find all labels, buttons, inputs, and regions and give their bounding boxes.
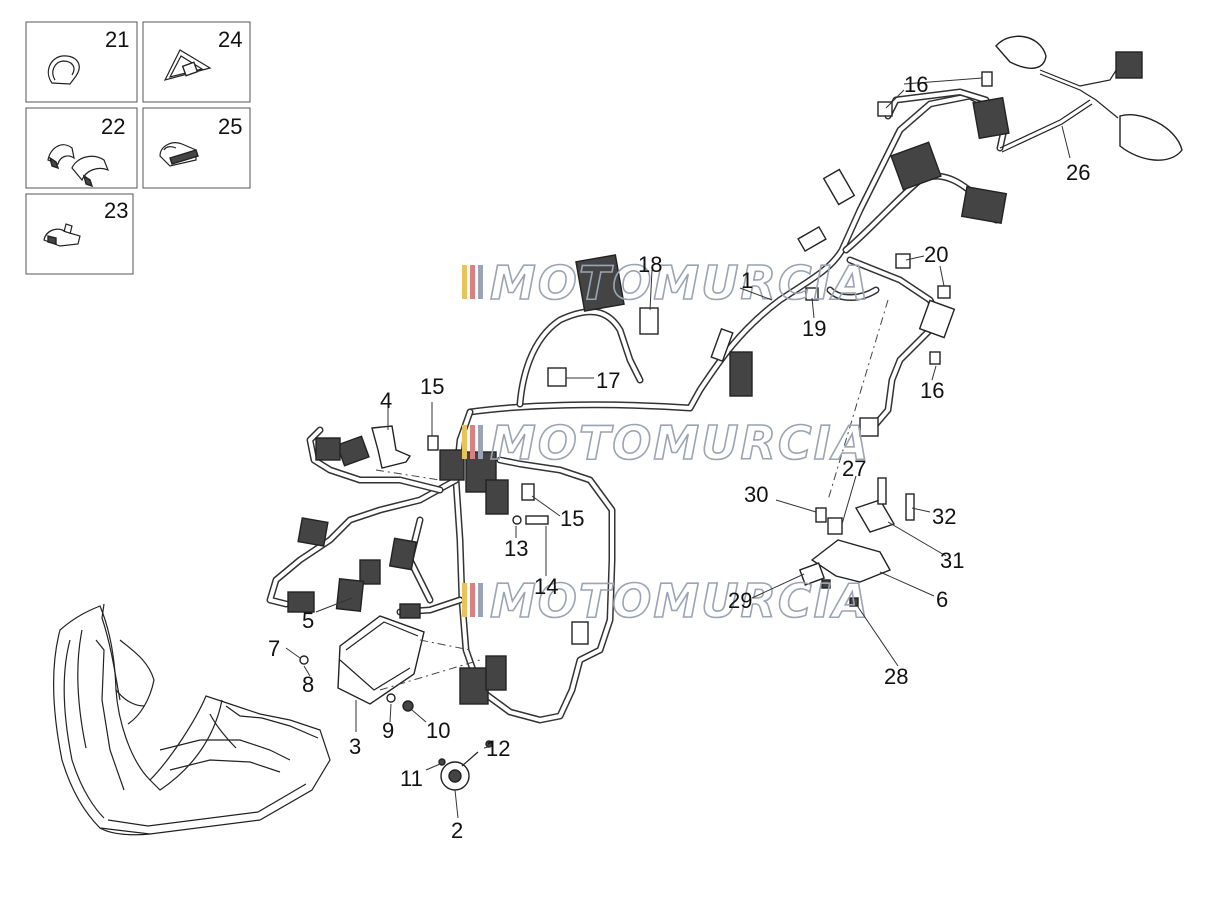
callout-29: 29	[728, 588, 752, 613]
callout-16-bottom: 16	[920, 378, 944, 403]
callout-11: 11	[400, 766, 423, 791]
turn-signal-left	[995, 35, 1143, 79]
relay-box	[575, 254, 625, 312]
cable-clamp-icon	[43, 223, 81, 247]
callout-18: 18	[638, 252, 662, 277]
callout-26: 26	[1066, 160, 1090, 185]
watermark-top: MOTOMURCIA	[462, 255, 870, 311]
svg-text:MOTOMURCIA: MOTOMURCIA	[490, 416, 870, 470]
small-fasteners	[299, 71, 993, 766]
loop-clip-icon	[47, 55, 80, 85]
callout-7: 7	[268, 636, 280, 661]
turn-signal-right	[1119, 114, 1183, 161]
horn	[440, 751, 479, 791]
callout-13: 13	[504, 536, 528, 561]
watermark-bottom: MOTOMURCIA	[462, 573, 870, 629]
ecu-module	[337, 615, 425, 705]
sensor-bracket-6	[798, 477, 915, 586]
legend-box-21[interactable]: 21	[25, 21, 138, 103]
svg-text:MOTOMURCIA: MOTOMURCIA	[490, 256, 870, 310]
bracket-4	[371, 425, 412, 469]
legend-box-23[interactable]: 23	[25, 193, 134, 275]
legend-label-23: 23	[104, 198, 128, 223]
callout-5: 5	[302, 608, 314, 633]
legend-label-25: 25	[218, 114, 242, 139]
callout-2: 2	[451, 818, 463, 843]
regulator-module	[335, 578, 365, 612]
assembly-guide-lines	[375, 299, 889, 691]
legend-label-22: 22	[101, 114, 125, 139]
callout-10: 10	[426, 718, 450, 743]
callout-14: 14	[534, 574, 558, 599]
callout-9: 9	[382, 718, 394, 743]
callout-15-top: 15	[420, 374, 444, 399]
callout-15-bottom: 15	[560, 506, 584, 531]
svg-text:MOTOMURCIA: MOTOMURCIA	[490, 574, 870, 628]
legend-label-21: 21	[105, 27, 129, 52]
callout-12: 12	[486, 736, 510, 761]
callout-8: 8	[302, 672, 314, 697]
callout-3: 3	[349, 734, 361, 759]
clip-holder-icon	[159, 142, 199, 167]
callout-1: 1	[741, 268, 753, 293]
callout-31: 31	[940, 548, 964, 573]
watermark-middle: MOTOMURCIA	[462, 415, 870, 471]
callout-17: 17	[596, 368, 620, 393]
callout-30: 30	[744, 482, 768, 507]
callout-16-top: 16	[904, 72, 928, 97]
harness-connectors	[287, 96, 1010, 705]
callout-20: 20	[924, 242, 948, 267]
callout-labels: 1 2 3 4 5 6 7 8 9 10 11 12 13 14 15 15 1…	[268, 72, 1090, 843]
legend-label-24: 24	[218, 27, 242, 52]
legend-box-24[interactable]: 24	[142, 21, 251, 103]
callout-6: 6	[936, 587, 948, 612]
triangle-tie-icon	[163, 49, 212, 81]
callout-27: 27	[842, 456, 866, 481]
main-wiring-harness	[266, 63, 1121, 724]
callout-4: 4	[380, 388, 392, 413]
callout-32: 32	[932, 504, 956, 529]
callout-28: 28	[884, 664, 908, 689]
callout-19: 19	[802, 316, 826, 341]
legend-box-25[interactable]: 25	[142, 107, 251, 189]
headlight-assembly	[52, 603, 331, 836]
legend-box-22[interactable]: 22	[25, 107, 138, 189]
double-clamp-icon	[47, 144, 110, 188]
leader-lines	[285, 77, 1071, 819]
